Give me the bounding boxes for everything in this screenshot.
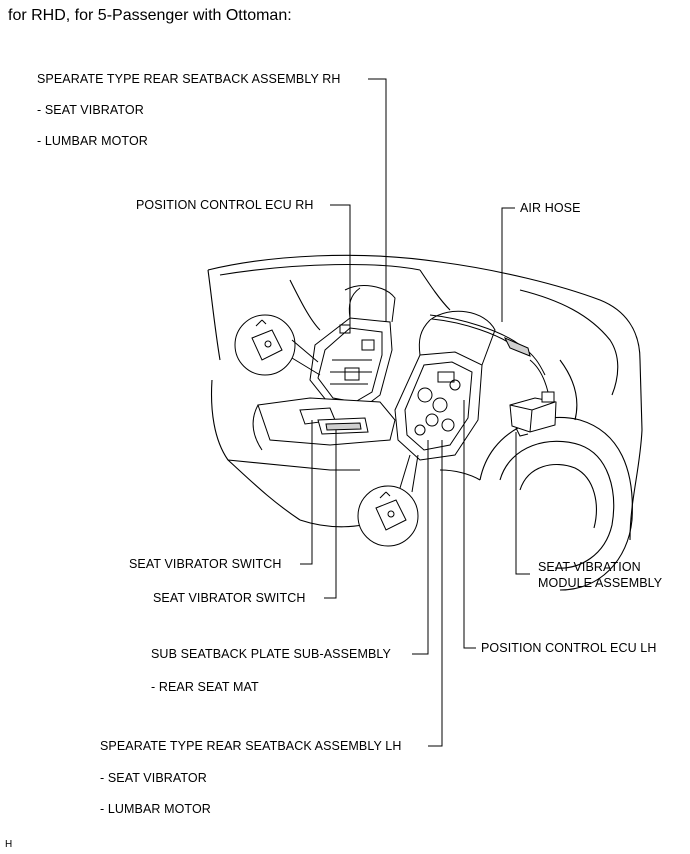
seat-cushion xyxy=(252,397,396,451)
corner-mark: H xyxy=(5,839,13,850)
label-seat-vibration-line2: MODULE ASSEMBLY xyxy=(538,576,663,590)
label-position-control-ecu-rh: POSITION CONTROL ECU RH xyxy=(136,198,314,212)
label-seat-vibration-line1: SEAT VIBRATION xyxy=(538,560,641,574)
label-seat-vibrator-switch-2: SEAT VIBRATOR SWITCH xyxy=(153,591,306,605)
bubble-lower-leader-2 xyxy=(411,454,419,493)
detail-bubble-lower xyxy=(357,485,419,547)
label-air-hose: AIR HOSE xyxy=(520,201,581,215)
leader-lines xyxy=(300,78,530,747)
label-seatback-lh-seat-vibrator: - SEAT VIBRATOR xyxy=(100,771,207,785)
label-seatback-lh-lumbar-motor: - LUMBAR MOTOR xyxy=(100,802,211,816)
label-seatback-lh: SPEARATE TYPE REAR SEATBACK ASSEMBLY LH xyxy=(100,739,402,753)
label-sub-seatback-plate: SUB SEATBACK PLATE SUB-ASSEMBLY xyxy=(151,647,391,661)
seatback-lh-frame xyxy=(394,310,496,461)
seatback-rh-frame xyxy=(309,285,396,411)
page-title: for RHD, for 5-Passenger with Ottoman: xyxy=(8,7,292,24)
label-seatback-rh: SPEARATE TYPE REAR SEATBACK ASSEMBLY RH xyxy=(37,72,341,86)
label-seatback-rh-seat-vibrator: - SEAT VIBRATOR xyxy=(37,103,144,117)
label-position-control-ecu-lh: POSITION CONTROL ECU LH xyxy=(481,641,657,655)
bubble-lower-leader xyxy=(399,454,411,489)
label-seatback-rh-lumbar-motor: - LUMBAR MOTOR xyxy=(37,134,148,148)
label-sub-seatback-plate-rear-seat-mat: - REAR SEAT MAT xyxy=(151,680,259,694)
detail-bubble-upper xyxy=(234,314,296,376)
air-hose-module xyxy=(429,314,557,437)
bubble-upper-leader xyxy=(291,357,321,376)
label-seat-vibrator-switch-1: SEAT VIBRATOR SWITCH xyxy=(129,557,282,571)
vehicle-body-outline xyxy=(207,254,643,591)
bubble-upper-leader-2 xyxy=(291,339,319,363)
